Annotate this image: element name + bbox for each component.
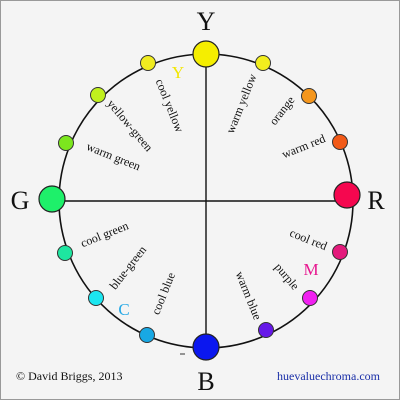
swatch-warm-red <box>332 134 348 150</box>
swatch-yellow-green <box>90 87 106 103</box>
axis-label-b: B <box>197 367 214 396</box>
swatch-green <box>38 185 66 213</box>
swatch-cool-yellow <box>140 55 156 71</box>
inner-label-c: C <box>118 300 129 319</box>
swatch-cool-green <box>57 245 73 261</box>
inner-label-y: Y <box>172 63 184 82</box>
swatch-blue-green <box>88 290 104 306</box>
swatch-cool-blue <box>139 327 155 343</box>
swatch-warm-yellow <box>255 55 271 71</box>
axis-label-g: G <box>11 186 30 215</box>
axis-label-r: R <box>367 186 385 215</box>
swatch-warm-green <box>58 135 74 151</box>
swatch-blue <box>192 333 220 361</box>
swatch-warm-blue <box>258 322 274 338</box>
swatch-purple <box>302 290 318 306</box>
swatch-cool-red <box>332 244 348 260</box>
swatch-red <box>333 181 361 209</box>
swatch-yellow <box>192 40 220 68</box>
copyright-text: © David Briggs, 2013 <box>16 369 122 383</box>
website-link[interactable]: huevaluechroma.com <box>277 369 381 383</box>
axis-label-y: Y <box>197 7 216 36</box>
swatch-orange <box>301 88 317 104</box>
inner-label-m: M <box>303 260 318 279</box>
